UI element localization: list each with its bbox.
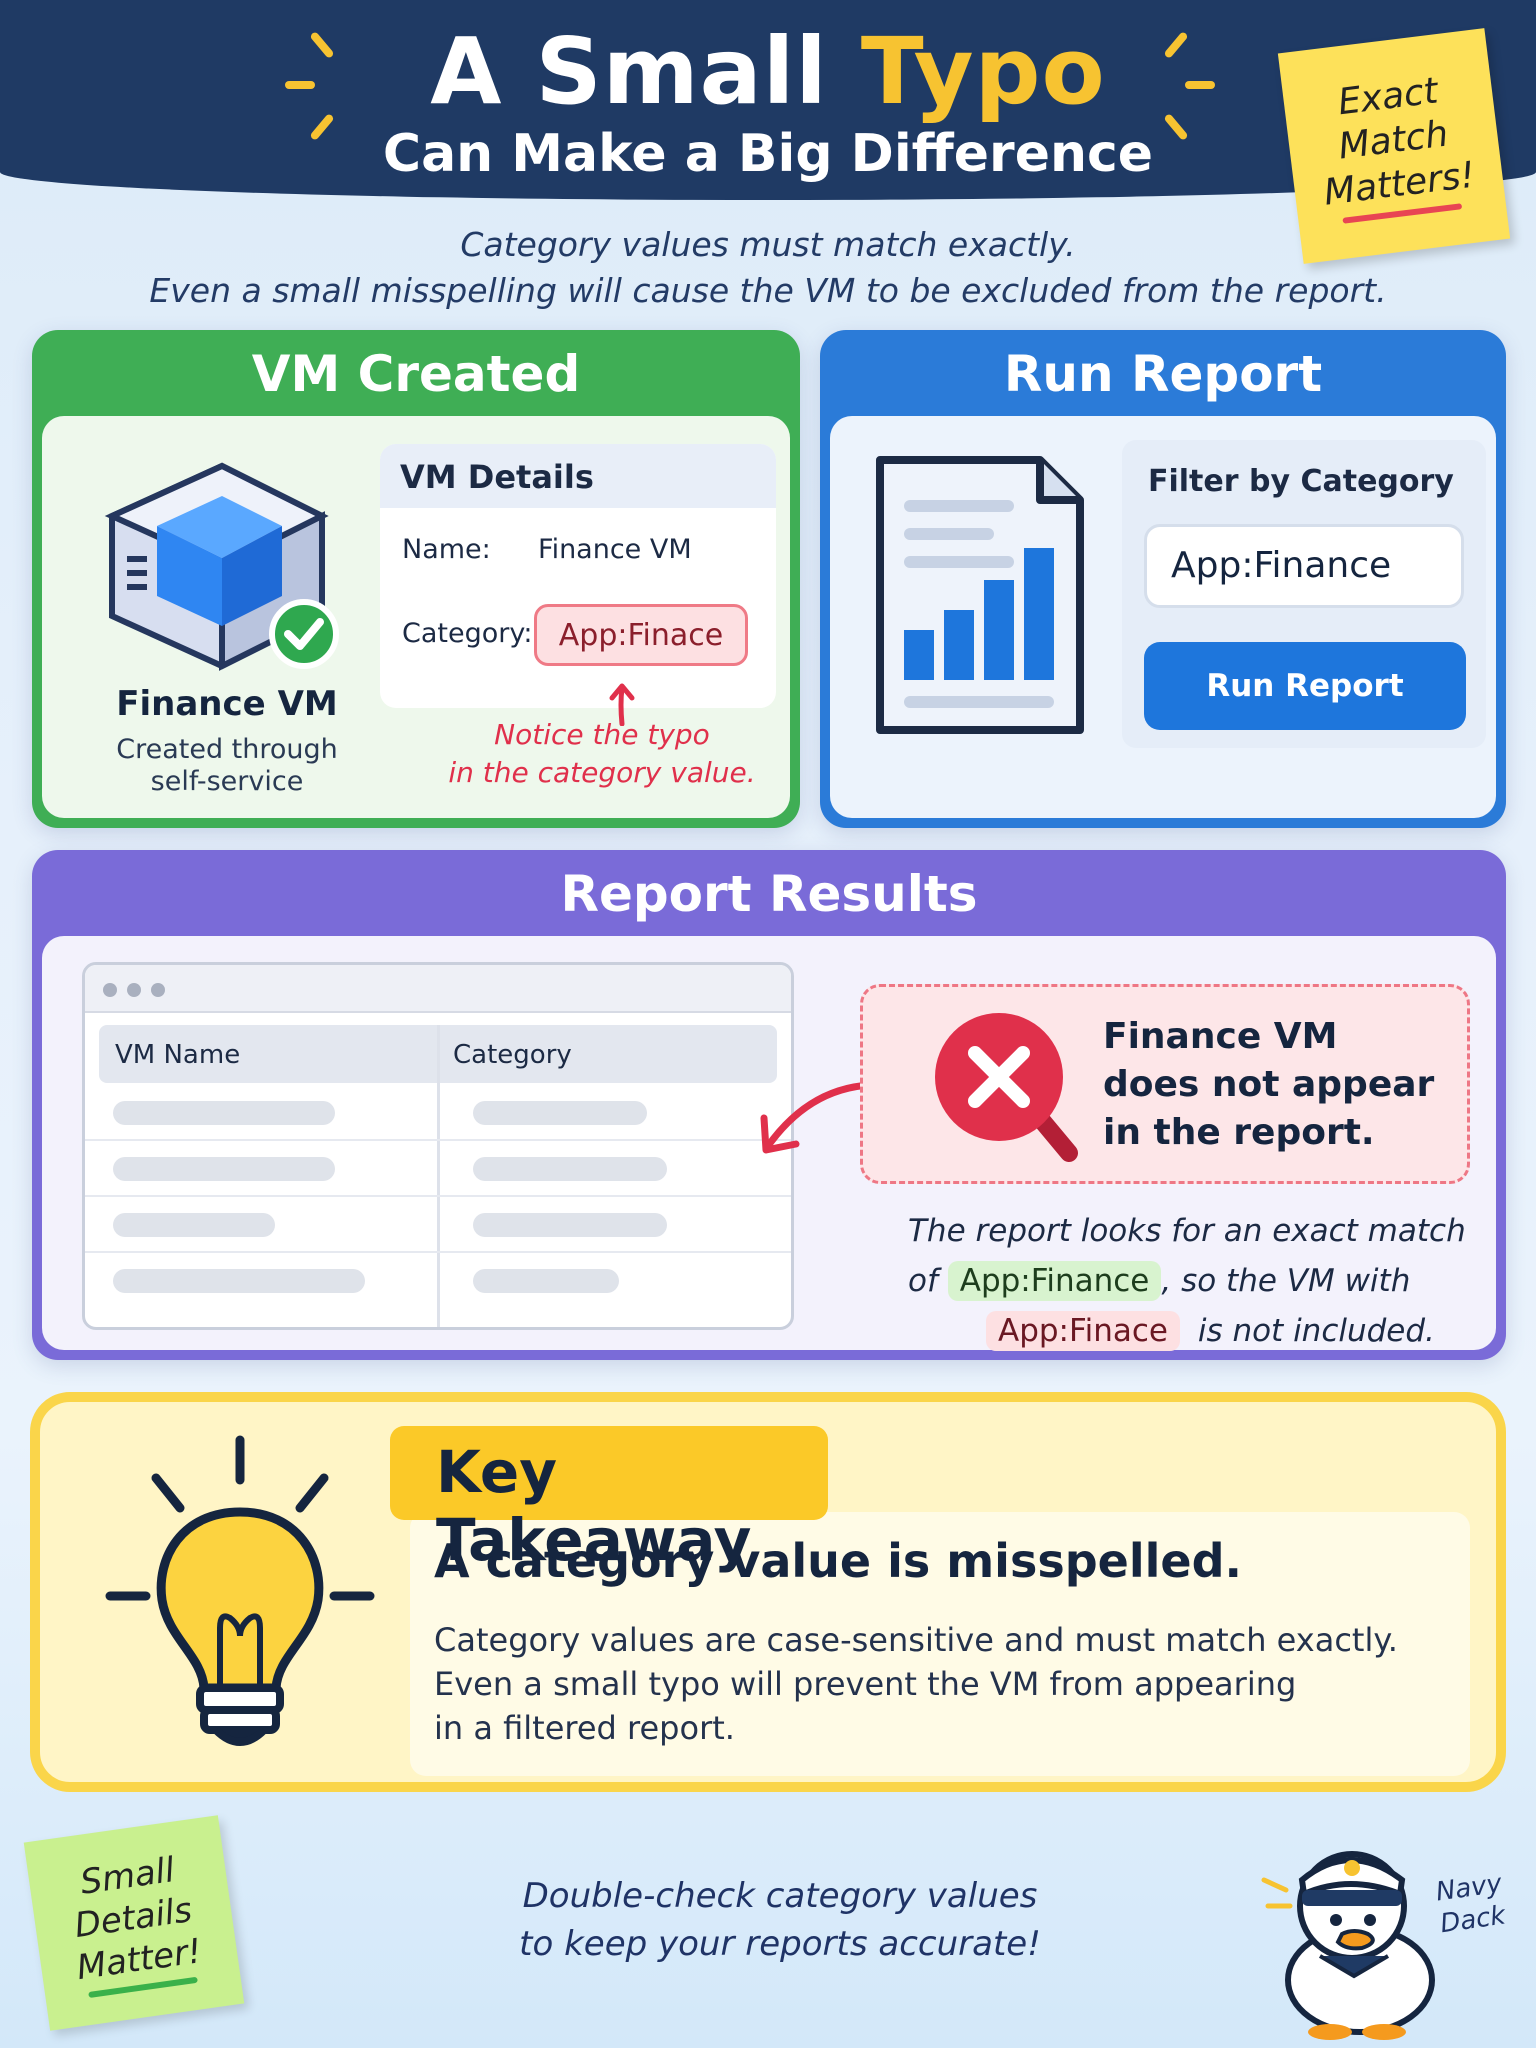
window-dot: [127, 983, 141, 997]
column-divider: [437, 1025, 440, 1327]
run-report-card: Run Report Filter by Category App:Financ…: [820, 330, 1506, 828]
table-row-placeholder: [473, 1101, 647, 1125]
row-divider: [85, 1139, 791, 1141]
filter-panel: Filter by Category App:Finance Run Repor…: [1122, 440, 1486, 748]
vm-details-title: VM Details: [380, 444, 776, 508]
takeaway-content: A category value is misspelled. Category…: [410, 1512, 1470, 1776]
explain-line: The report looks for an exact match: [908, 1213, 1466, 1249]
run-report-button[interactable]: Run Report: [1144, 642, 1466, 730]
takeaway-line: Even a small typo will prevent the VM fr…: [434, 1665, 1297, 1703]
vm-details-panel: VM Details Name: Finance VM Category: Ap…: [380, 444, 776, 708]
match-explanation: The report looks for an exact match of A…: [860, 1206, 1480, 1356]
typo-value-pill: App:Finace: [986, 1311, 1180, 1351]
arrow-up-icon: [609, 683, 635, 726]
category-label: Category:: [402, 618, 533, 649]
category-value-typo: App:Finace: [534, 604, 748, 666]
vm-created-card: VM Created Finance VM Created through se…: [32, 330, 800, 828]
footer-message: Double-check category values to keep you…: [380, 1872, 1180, 1968]
alert-message: Finance VM does not appear in the report…: [1103, 1013, 1434, 1157]
results-table-window: VM Name Category: [82, 962, 794, 1330]
column-header-category[interactable]: Category: [453, 1040, 572, 1070]
table-row-placeholder: [113, 1157, 335, 1181]
intro-line: Even a small misspelling will cause the …: [149, 271, 1387, 310]
table-row-placeholder: [473, 1269, 619, 1293]
notice-line: in the category value.: [448, 756, 756, 789]
mascot-label: Navy Dack: [1434, 1868, 1508, 1941]
row-divider: [85, 1251, 791, 1253]
alert-line: in the report.: [1103, 1112, 1375, 1153]
lightbulb-icon: [105, 1435, 375, 1746]
explain-text: , so the VM with: [1161, 1263, 1411, 1299]
table-row-placeholder: [113, 1213, 275, 1237]
window-dot: [151, 983, 165, 997]
footer-line: Double-check category values: [522, 1876, 1038, 1916]
card-body: Finance VM Created through self-service …: [42, 416, 790, 818]
not-found-alert: Finance VM does not appear in the report…: [860, 984, 1470, 1184]
table-row-placeholder: [113, 1101, 335, 1125]
typo-notice: Notice the typo in the category value.: [382, 716, 800, 792]
row-divider: [85, 1195, 791, 1197]
vm-created-line: Created through: [116, 734, 338, 765]
table-row-placeholder: [473, 1213, 667, 1237]
vm-created-note: Created through self-service: [82, 734, 372, 798]
title-text: A Small: [430, 18, 828, 125]
card-body: VM Name Category: [42, 936, 1496, 1351]
takeaway-body: Category values are case-sensitive and m…: [434, 1618, 1444, 1750]
page-subtitle: Can Make a Big Difference: [382, 124, 1154, 184]
card-body: Filter by Category App:Finance Run Repor…: [830, 416, 1496, 818]
notice-line: Notice the typo: [494, 718, 710, 751]
table-row-placeholder: [473, 1157, 667, 1181]
table-row-placeholder: [113, 1269, 365, 1293]
page-title: A Small Typo: [0, 18, 1536, 125]
name-value: Finance VM: [538, 534, 692, 565]
takeaway-heading: A category value is misspelled.: [434, 1534, 1242, 1588]
alert-line: does not appear: [1103, 1064, 1435, 1105]
vm-created-line: self-service: [150, 766, 304, 797]
intro-line: Category values must match exactly.: [460, 225, 1076, 264]
sticky-note-text: Small Details Matter!: [72, 1850, 204, 1989]
card-title: VM Created: [251, 345, 581, 403]
category-filter-input[interactable]: App:Finance: [1144, 524, 1464, 608]
explain-text: of: [908, 1263, 938, 1299]
explain-text: is not included.: [1197, 1313, 1435, 1349]
close-search-icon: [935, 1013, 1078, 1162]
report-results-card: Report Results VM Name Category: [32, 850, 1506, 1360]
intro-text: Category values must match exactly. Even…: [0, 222, 1536, 314]
title-accent: Typo: [860, 18, 1106, 125]
duck-mascot-icon: [1261, 1851, 1435, 2040]
column-header-vm-name[interactable]: VM Name: [115, 1040, 241, 1070]
header-banner: [0, 0, 1536, 200]
filter-label: Filter by Category: [1148, 464, 1454, 499]
card-title: Run Report: [1003, 345, 1323, 403]
takeaway-line: in a filtered report.: [434, 1709, 735, 1747]
key-takeaway-panel: A category value is misspelled. Category…: [30, 1392, 1506, 1792]
server-cube-icon: [104, 462, 339, 671]
sticky-note-small-details: Small Details Matter!: [23, 1815, 245, 2031]
sticky-note-text: Exact Match Matters!: [1321, 70, 1478, 214]
takeaway-line: Category values are case-sensitive and m…: [434, 1621, 1398, 1659]
window-dot: [103, 983, 117, 997]
window-titlebar: [85, 965, 791, 1013]
card-title: Report Results: [560, 865, 978, 923]
name-label: Name:: [402, 534, 491, 565]
match-value-pill: App:Finance: [947, 1261, 1162, 1301]
report-document-icon: [876, 456, 1084, 734]
takeaway-tag: Key Takeaway: [390, 1426, 828, 1574]
alert-line: Finance VM: [1103, 1016, 1338, 1057]
vm-label: Finance VM: [116, 684, 338, 724]
footer-line: to keep your reports accurate!: [519, 1924, 1041, 1964]
